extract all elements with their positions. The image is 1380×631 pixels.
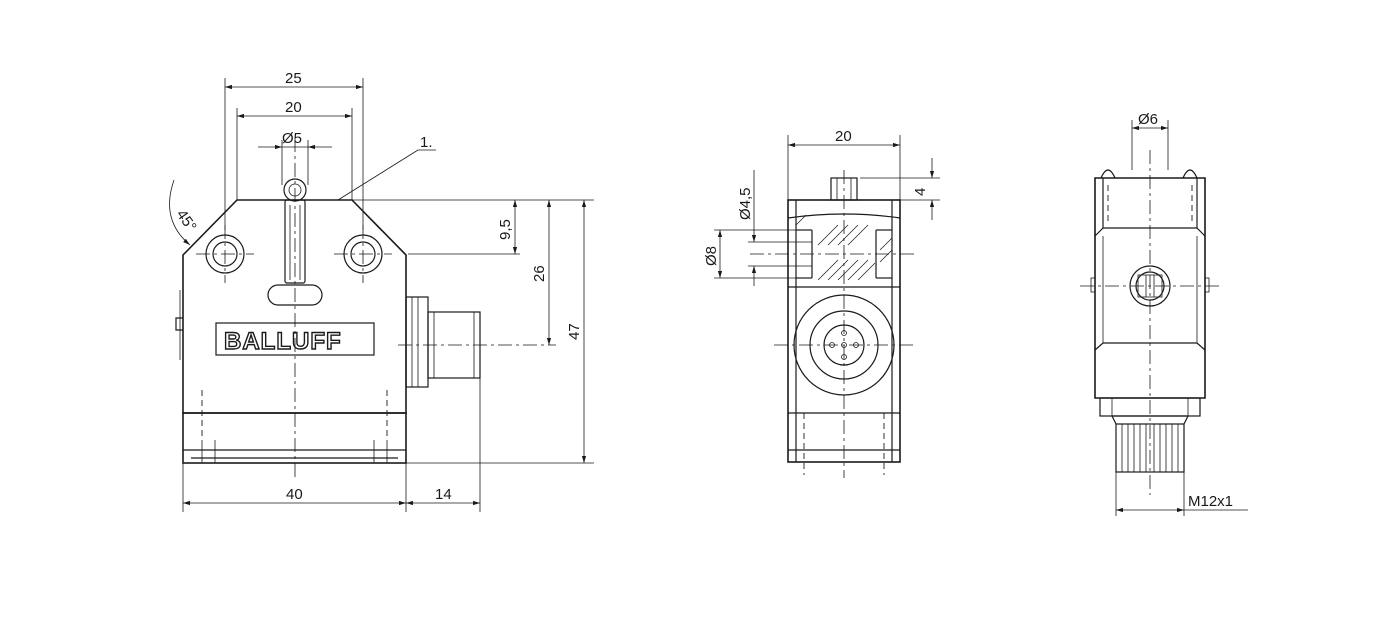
side-dim-width-20: 20 — [835, 128, 852, 145]
front-base-block — [182, 412, 407, 464]
side-dim-hole-4-5: Ø4,5 — [737, 187, 754, 220]
dim-width-25: 25 — [285, 70, 302, 87]
oval-window — [267, 284, 323, 306]
section-hatching — [795, 214, 893, 281]
end-dim-plunger-6: Ø6 — [1138, 111, 1158, 128]
dim-connector-length-14: 14 — [435, 486, 452, 503]
side-view: 20 4 Ø4,5 Ø8 — [703, 128, 940, 478]
side-dim-hole-8: Ø8 — [703, 246, 720, 266]
dim-width-20: 20 — [285, 99, 302, 116]
dim-height-47: 47 — [566, 323, 583, 340]
dim-height-26: 26 — [531, 265, 548, 282]
end-view: Ø6 M12x1 — [1080, 111, 1248, 516]
dim-offset-9-5: 9,5 — [497, 219, 514, 240]
dim-body-width-40: 40 — [286, 486, 303, 503]
end-connector-thread — [1115, 423, 1185, 473]
front-connector-base — [405, 296, 429, 388]
thread-lines — [1121, 424, 1179, 472]
end-body-outline — [1094, 177, 1206, 399]
front-view: BALLUFF — [169, 70, 594, 512]
front-body-outline — [182, 199, 407, 414]
side-dim-plunger-4: 4 — [912, 188, 929, 196]
end-dim-thread-m12x1: M12x1 — [1188, 493, 1233, 510]
brand-logo: BALLUFF — [224, 328, 342, 355]
dim-plunger-dia-5: Ø5 — [282, 130, 302, 147]
callout-label: 1. — [420, 134, 433, 151]
